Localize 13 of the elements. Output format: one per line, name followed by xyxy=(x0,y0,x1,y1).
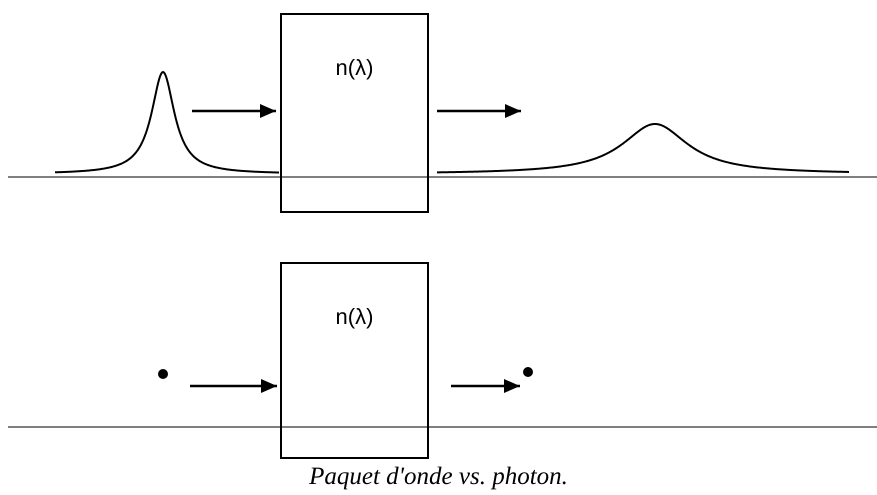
arrow xyxy=(437,104,521,118)
medium-box xyxy=(280,13,429,213)
arrow xyxy=(190,379,277,393)
caption: Paquet d'onde vs. photon. xyxy=(308,463,569,491)
arrow xyxy=(192,104,276,118)
refractive-index-label: n(λ) xyxy=(334,304,374,330)
wave-packet-curve xyxy=(55,68,279,176)
refractive-index-label: n(λ) xyxy=(334,55,374,81)
photon-dot xyxy=(158,369,168,379)
arrow xyxy=(451,379,520,393)
medium-box xyxy=(280,262,429,459)
photon-dot xyxy=(523,367,533,377)
wave-packet-curve xyxy=(437,120,849,176)
